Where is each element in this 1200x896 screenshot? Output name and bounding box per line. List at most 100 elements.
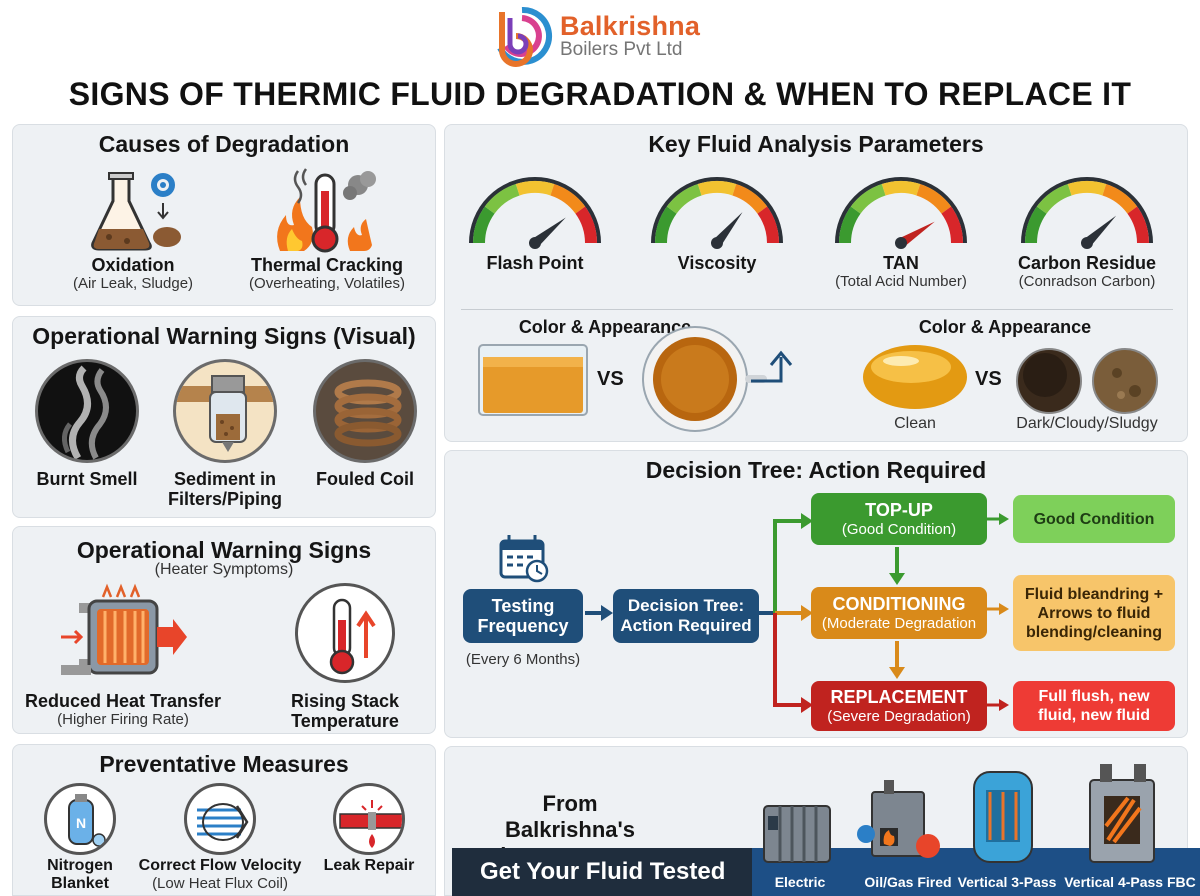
- conditioning-box: CONDITIONING (Moderate Degradation: [811, 587, 987, 639]
- gauge-sub: (Total Acid Number): [835, 273, 967, 290]
- vertical-4-pass-fbc-icon: [1089, 764, 1155, 863]
- gauge-label: Carbon Residue: [1017, 253, 1157, 273]
- gauge-item: Flash Point: [445, 167, 625, 273]
- decision-title: Decision Tree: Action Required: [645, 457, 987, 483]
- thermal-cracking-label: Thermal Cracking: [250, 255, 404, 275]
- heater-signs-panel: Operational Warning Signs (Heater Sympto…: [12, 526, 436, 734]
- flow-velocity-label: Correct Flow Velocity: [138, 857, 302, 874]
- gauge-icon: [651, 177, 783, 249]
- leak-repair-label: Leak Repair: [323, 857, 415, 874]
- heater-3pass-label: Vertical 3-Pass: [957, 874, 1057, 890]
- heater-oilgas-label: Oil/Gas Fired: [864, 874, 952, 890]
- heater-electric-label: Electric: [774, 874, 826, 890]
- preventative-panel: Preventative Measures N Nitrogen Blanket…: [12, 744, 436, 896]
- good-condition-label: Good Condition: [1033, 510, 1155, 528]
- oxidation-item: Oxidation (Air Leak, Sludge): [53, 165, 213, 292]
- dark-label: Dark/Cloudy/Sludgy: [1016, 415, 1158, 432]
- oxidation-label: Oxidation: [91, 255, 175, 275]
- vertical-3-pass-icon: [973, 771, 1033, 863]
- conditioning-label: CONDITIONING: [832, 594, 966, 614]
- sediment-item: Sediment in Filters/Piping: [163, 359, 287, 509]
- smoke-icon: [35, 359, 139, 463]
- flow-velocity-sub: (Low Heat Flux Coil): [152, 875, 288, 892]
- leak-repair-item: Leak Repair: [313, 783, 425, 875]
- nitrogen-label: Nitrogen Blanket: [47, 857, 113, 892]
- color-left-title: Color & Appearance: [518, 317, 692, 337]
- decision-tree-label: Decision Tree: Action Required: [620, 596, 752, 635]
- burnt-smell-item: Burnt Smell: [27, 359, 147, 489]
- nitrogen-cylinder-icon: N: [44, 783, 116, 855]
- clean-label: Clean: [894, 415, 936, 432]
- page-title: SIGNS OF THERMIC FLUID DEGRADATION & WHE…: [68, 76, 1132, 112]
- reduced-heat-item: Reduced Heat Transfer (Higher Firing Rat…: [21, 581, 225, 728]
- decision-tree-box: Decision Tree: Action Required: [613, 589, 759, 643]
- topup-label: TOP-UP: [865, 500, 933, 520]
- gauge-needle: [531, 217, 566, 247]
- brand-name: Balkrishna: [560, 10, 701, 41]
- balkrishna-logo-icon: [497, 6, 553, 67]
- thermal-cracking-item: Thermal Cracking (Overheating, Volatiles…: [227, 165, 427, 292]
- thermometer-fire-icon: [277, 168, 376, 253]
- heater-signs-title: Operational Warning Signs: [76, 537, 372, 563]
- clean-oil-icon: [863, 345, 967, 409]
- reduced-heat-sub: (Higher Firing Rate): [57, 711, 189, 728]
- get-tested-label[interactable]: Get Your Fluid Tested: [480, 858, 726, 885]
- fouled-coil-item: Fouled Coil: [303, 359, 427, 489]
- gauge-item: Viscosity: [627, 167, 807, 273]
- gauge-item: Carbon Residue(Conradson Carbon): [997, 167, 1177, 290]
- beaker-icon: [478, 344, 588, 416]
- nitrogen-item: N Nitrogen Blanket: [27, 783, 133, 893]
- stack-temp-label: Rising Stack Temperature: [290, 691, 400, 731]
- oxidation-sub: (Air Leak, Sludge): [72, 275, 194, 292]
- gauge-needle: [898, 221, 935, 248]
- blend-box: Fluid bleandring + Arrows to fluid blend…: [1013, 575, 1175, 651]
- testing-frequency-box: Testing Frequency: [463, 589, 583, 643]
- flask-gear-icon: [91, 172, 181, 251]
- cup-icon: [642, 326, 767, 432]
- get-tested-button[interactable]: Get Your Fluid Tested: [452, 848, 752, 896]
- burnt-smell-label: Burnt Smell: [36, 469, 138, 489]
- testing-frequency-sub: (Every 6 Months): [465, 651, 581, 668]
- heat-exchanger-icon: [61, 583, 187, 675]
- heater-4pass-label: Vertical 4-Pass FBC: [1064, 874, 1196, 890]
- vs-right: VS: [975, 368, 1002, 390]
- coil-icon: [313, 359, 417, 463]
- flow-icon: [184, 783, 256, 855]
- color-right-title: Color & Appearance: [918, 317, 1092, 337]
- divider: [461, 309, 1173, 310]
- topup-sub: (Good Condition): [841, 521, 957, 538]
- flush-box: Full flush, new fluid, new fluid: [1013, 681, 1175, 731]
- blend-label: Fluid bleandring + Arrows to fluid blend…: [1024, 585, 1164, 641]
- gauge-label: TAN: [883, 253, 919, 273]
- good-condition-box: Good Condition: [1013, 495, 1175, 543]
- visual-signs-panel: Operational Warning Signs (Visual) Burnt…: [12, 316, 436, 518]
- svg-text:N: N: [76, 815, 86, 831]
- appearance-illustrations: [478, 326, 1158, 432]
- gauge-icon: [469, 177, 601, 249]
- gauge-needle: [713, 212, 743, 247]
- gauge-label: Flash Point: [486, 253, 584, 273]
- gauge-item: TAN(Total Acid Number): [811, 167, 991, 290]
- decision-arrows: [499, 513, 1009, 713]
- preventative-title: Preventative Measures: [99, 751, 349, 777]
- thermal-cracking-sub: (Overheating, Volatiles): [249, 275, 405, 292]
- conditioning-sub: (Moderate Degradation: [821, 615, 977, 632]
- brand-logo: Balkrishna Boilers Pvt Ltd: [490, 4, 720, 68]
- reduced-heat-label: Reduced Heat Transfer: [24, 691, 222, 711]
- flush-label: Full flush, new fluid, new fluid: [1038, 688, 1150, 724]
- filter-icon: [173, 359, 277, 463]
- fouled-coil-label: Fouled Coil: [316, 469, 414, 489]
- sediment-label: Sediment in Filters/Piping: [167, 469, 282, 509]
- gauge-icon: [835, 177, 967, 249]
- causes-title: Causes of Degradation: [98, 131, 350, 157]
- decision-panel: Decision Tree: Action Required Testing F: [444, 450, 1188, 738]
- heater-signs-subtitle: (Heater Symptoms): [154, 561, 294, 578]
- gauge-sub: (Conradson Carbon): [1018, 273, 1156, 290]
- brand-tagline: Boilers Pvt Ltd: [560, 39, 683, 61]
- gauge-label: Viscosity: [677, 253, 757, 273]
- oil-gas-heater-icon: [857, 780, 940, 858]
- electric-heater-icon: [763, 805, 831, 863]
- replacement-label: REPLACEMENT: [830, 687, 968, 707]
- sludge-sample-icon: [1092, 348, 1158, 414]
- topup-box: TOP-UP (Good Condition): [811, 493, 987, 545]
